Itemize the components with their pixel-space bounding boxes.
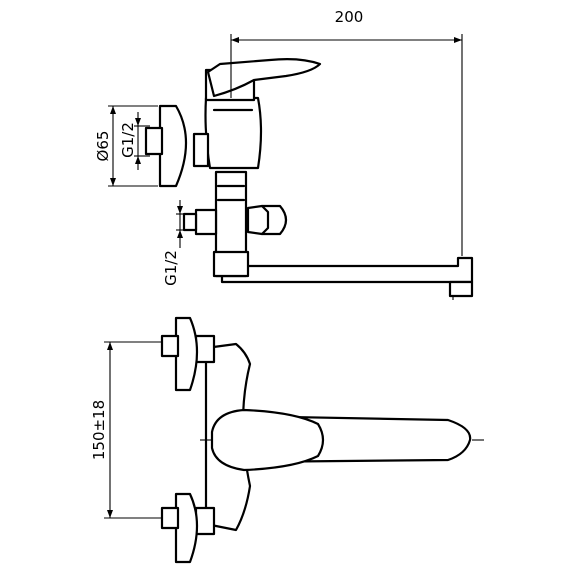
center-distance-label: 150±18	[90, 400, 108, 460]
upper-rosette-side	[158, 104, 188, 188]
lower-rosette-top	[174, 492, 199, 564]
upper-thread-label: G1/2	[119, 122, 137, 158]
upper-rosette-top	[174, 316, 199, 392]
upper-eccentric-nut	[194, 334, 216, 364]
side-view: G1/2 Ø65 G1/2 200	[94, 8, 474, 300]
lower-inlet-nut	[194, 208, 218, 236]
spout-aerator	[448, 280, 474, 298]
lower-inlet-stub-top	[160, 506, 180, 530]
lever-handle-side	[206, 58, 322, 98]
lower-eccentric-nut	[194, 506, 216, 536]
mixer-body-side	[204, 96, 263, 170]
lower-inlet-stub	[182, 212, 198, 232]
rosette-diameter-label: Ø65	[94, 131, 112, 162]
spout-reach-label: 200	[335, 8, 364, 26]
spout-side	[220, 256, 474, 284]
lever-handle-top	[210, 408, 325, 472]
upper-inlet-stub-top	[160, 334, 180, 358]
upper-connection-nut	[192, 132, 210, 168]
upper-inlet-stub	[144, 126, 164, 156]
top-view: 150±18	[90, 316, 484, 564]
lower-thread-label: G1/2	[162, 250, 180, 286]
